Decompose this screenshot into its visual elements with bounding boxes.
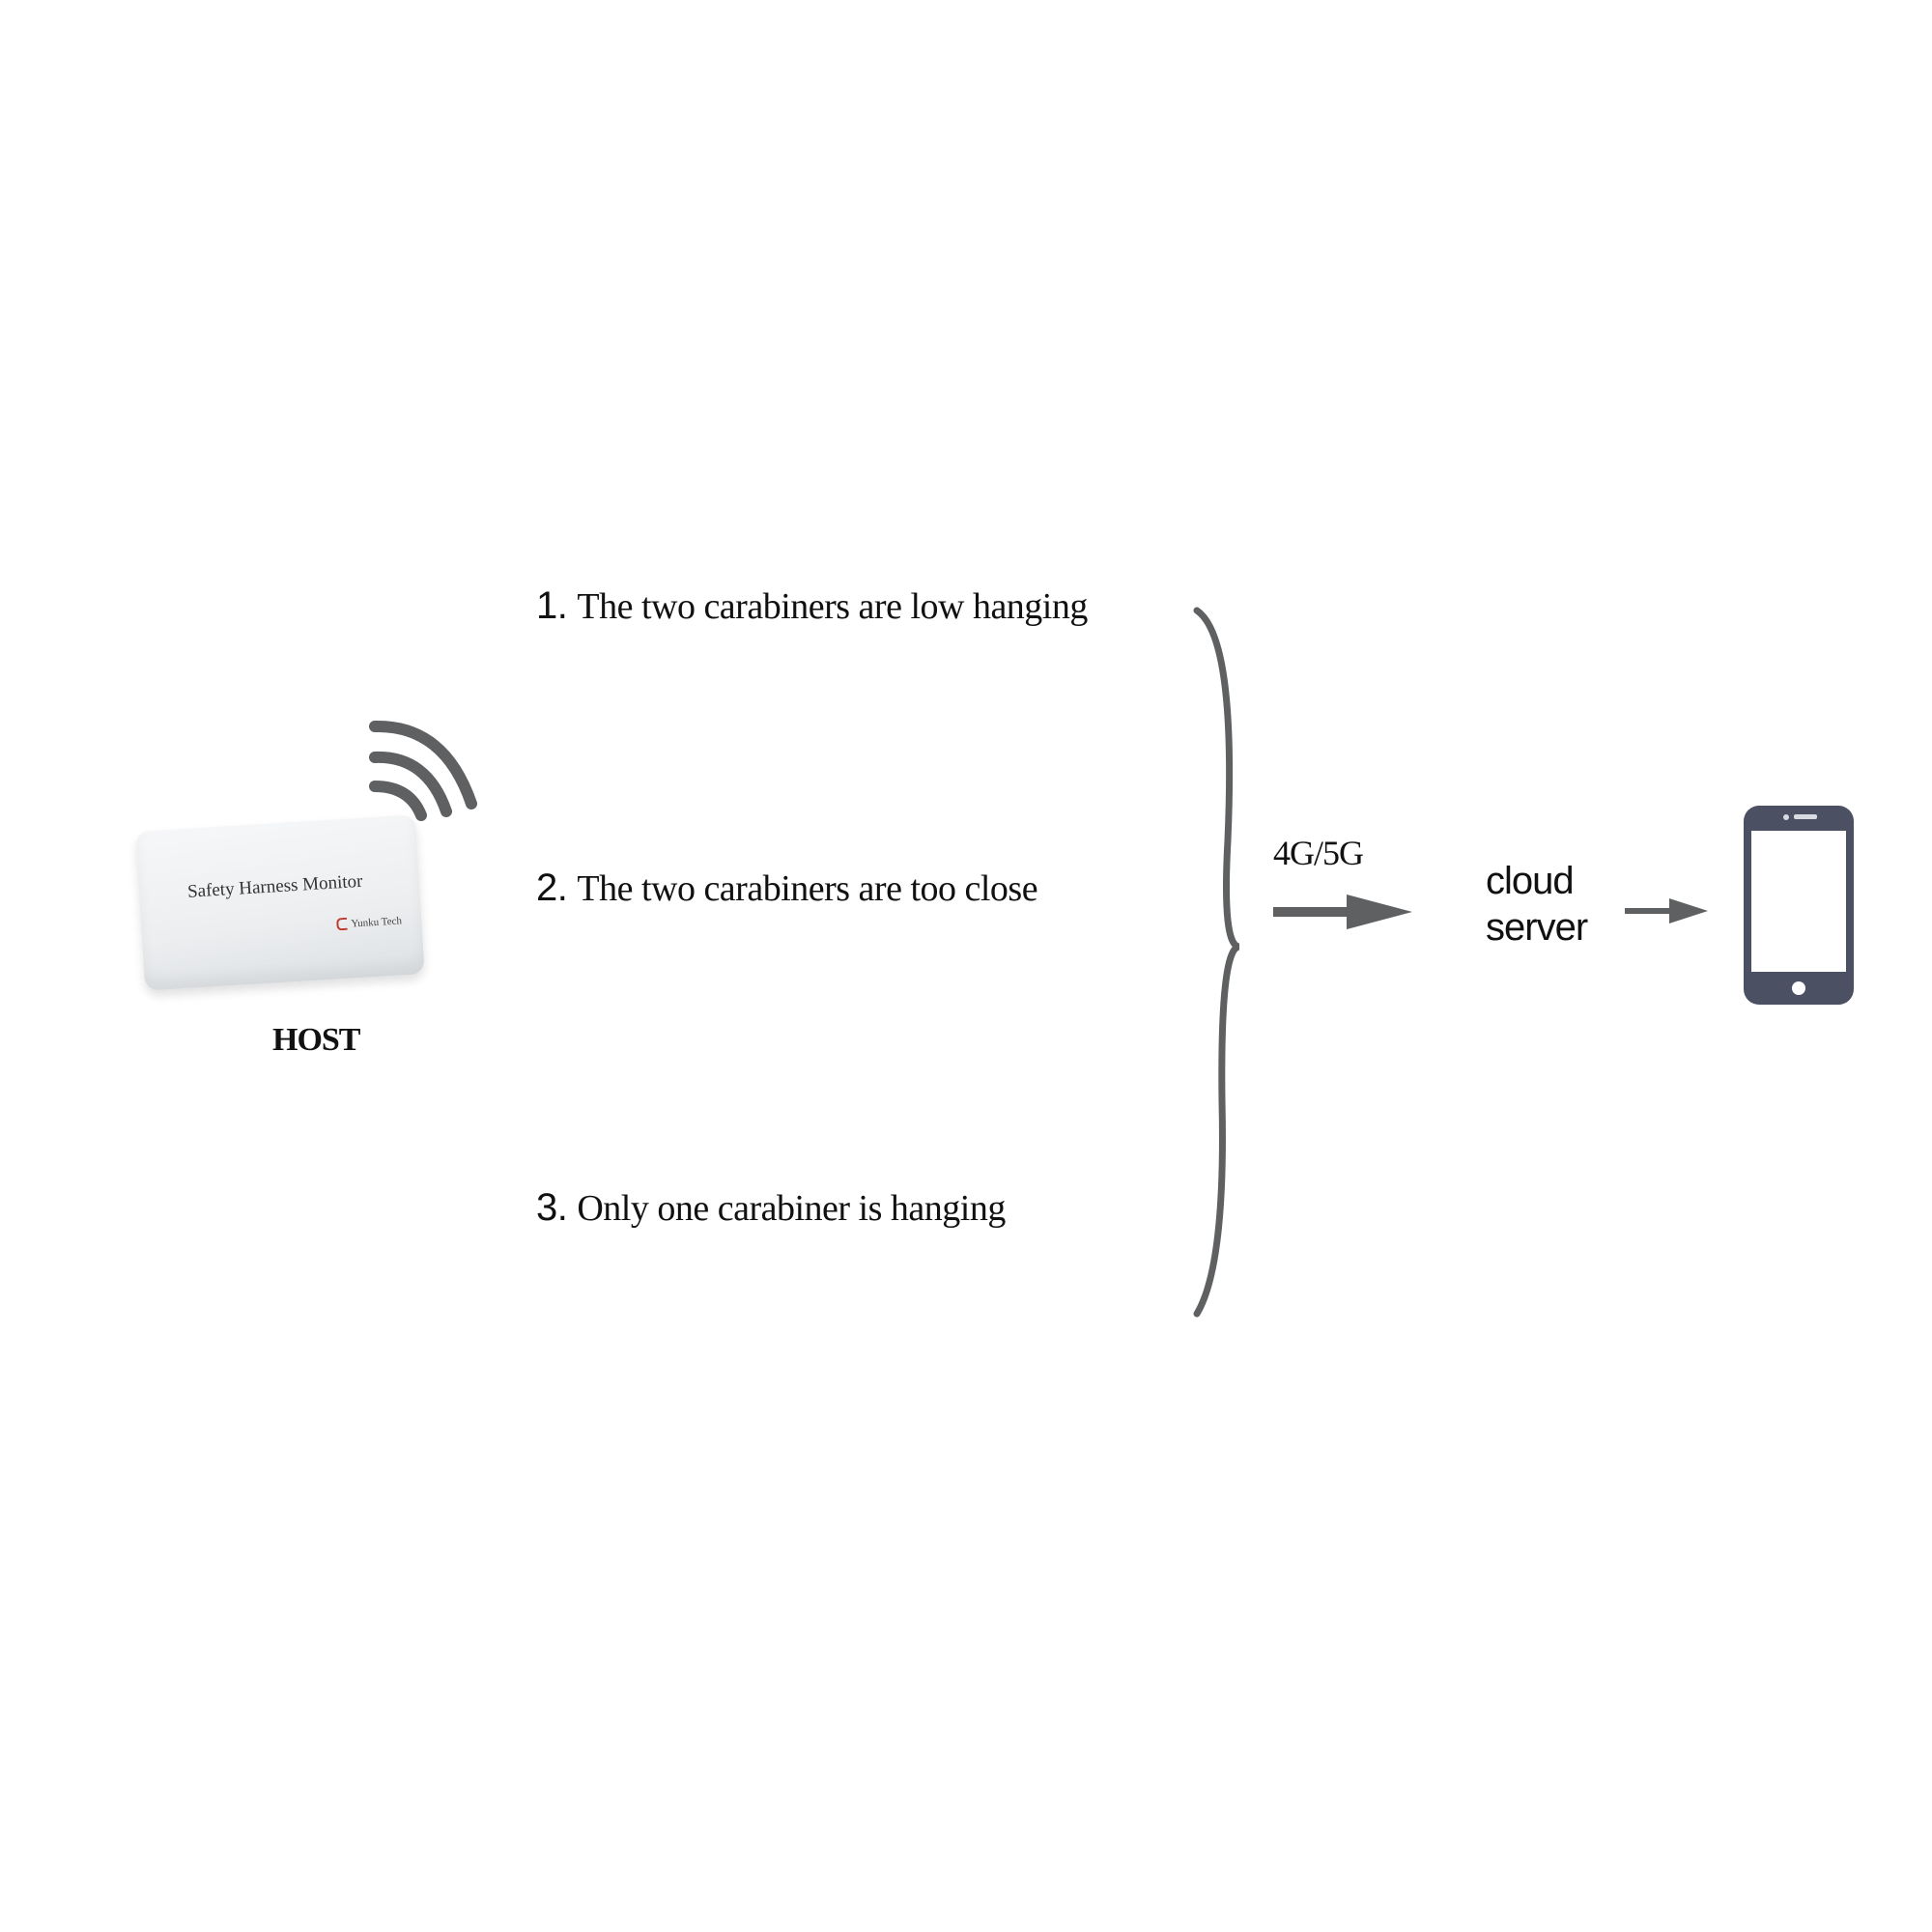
right-curly-brace xyxy=(1193,607,1240,1318)
condition-text: The two carabiners are too close xyxy=(577,868,1038,909)
cloud-server-label: cloud server xyxy=(1486,858,1588,951)
smartphone-icon xyxy=(1744,806,1854,1005)
condition-number: 3. xyxy=(536,1186,568,1229)
host-label: HOST xyxy=(272,1022,360,1058)
condition-number: 2. xyxy=(536,867,568,909)
host-device-image: Safety Harness Monitor Yunku Tech xyxy=(135,814,425,991)
cloud-label-line2: server xyxy=(1486,906,1588,949)
arrow-right-icon xyxy=(1273,895,1412,929)
device-title: Safety Harness Monitor xyxy=(186,870,363,902)
network-label: 4G/5G xyxy=(1273,834,1364,872)
condition-text: The two carabiners are low hanging xyxy=(577,586,1088,627)
device-brand: Yunku Tech xyxy=(336,914,403,931)
device-brand-text: Yunku Tech xyxy=(351,914,403,930)
condition-number: 1. xyxy=(536,584,568,627)
condition-item: 3.Only one carabiner is hanging xyxy=(536,1186,1006,1230)
condition-item: 2.The two carabiners are too close xyxy=(536,867,1038,910)
condition-text: Only one carabiner is hanging xyxy=(577,1188,1006,1229)
arrow-right-icon xyxy=(1625,898,1708,923)
condition-item: 1.The two carabiners are low hanging xyxy=(536,584,1088,628)
wireless-signal-icon xyxy=(369,720,477,821)
brand-logo-icon xyxy=(336,917,348,931)
cloud-label-line1: cloud xyxy=(1486,860,1575,902)
